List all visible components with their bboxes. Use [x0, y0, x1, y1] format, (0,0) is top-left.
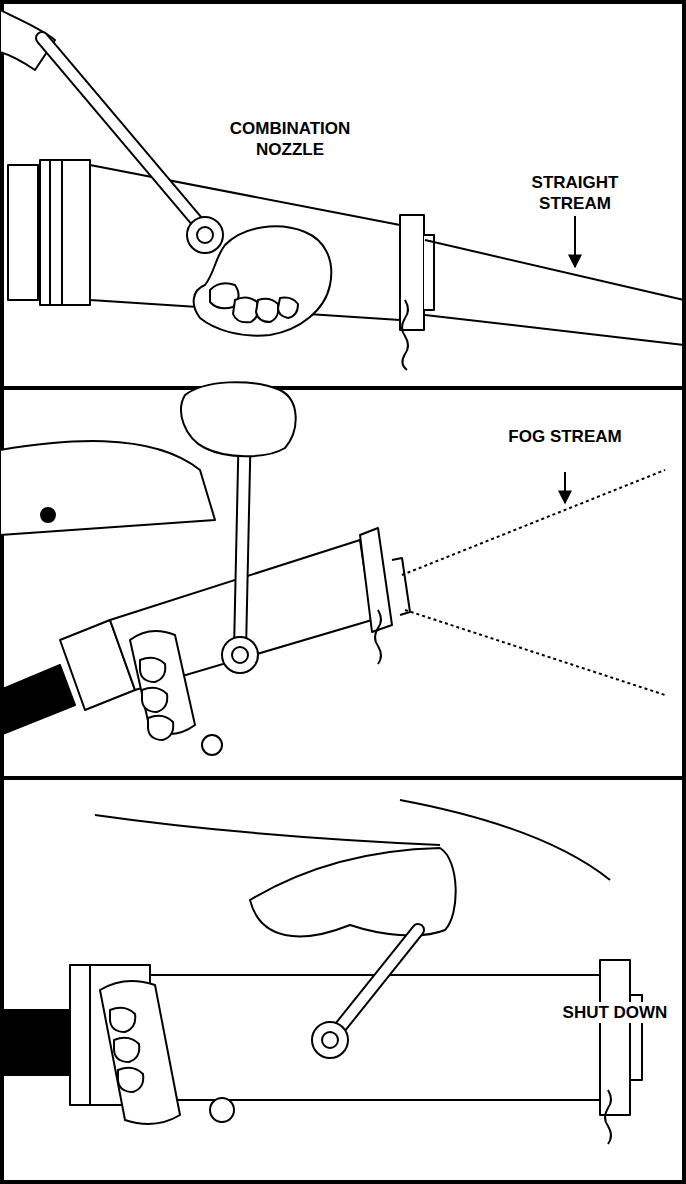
shut-down-panel: [0, 800, 642, 1144]
stream-label-box: STRAIGHT STREAM: [515, 172, 635, 214]
action-label: SHUT DOWN: [548, 1002, 682, 1023]
part-label: COMBINATION NOZZLE: [215, 118, 365, 160]
fog-stream-panel: [0, 382, 665, 755]
stream-label: STRAIGHT STREAM: [515, 172, 635, 214]
straight-stream-panel: [0, 10, 684, 370]
stream-label: FOG STREAM: [505, 426, 625, 447]
action-label-box: SHUT DOWN: [548, 1002, 682, 1023]
stream-label-box: FOG STREAM: [505, 426, 625, 447]
part-label-box: COMBINATION NOZZLE: [215, 118, 365, 160]
